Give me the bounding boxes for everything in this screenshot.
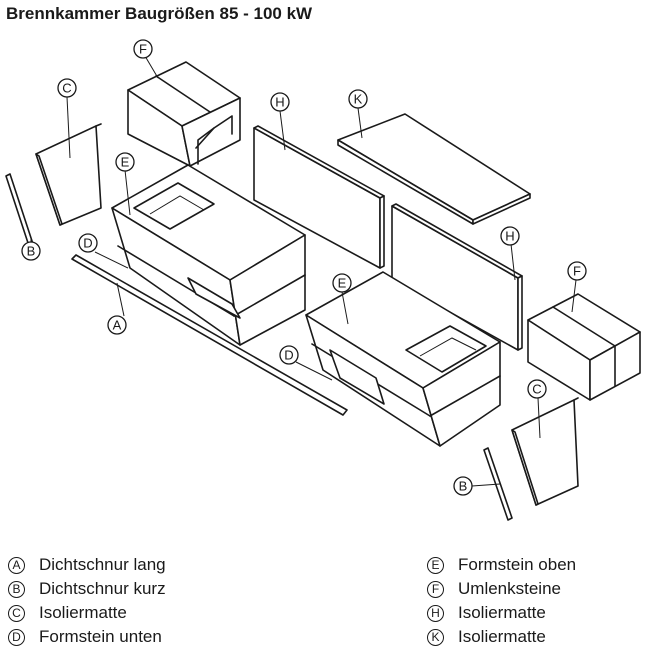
callout-a-label: A [113,318,122,333]
callout-h-right-label: H [505,229,514,244]
callout-c-bottom-label: C [532,382,541,397]
legend-item-f: F Umlenksteine [427,577,576,601]
callout-k: K [348,89,368,109]
callout-d-right-label: D [284,348,293,363]
part-f-right [527,293,641,401]
callout-a: A [107,315,127,335]
callout-d-right: D [279,345,299,365]
callout-b-left-label: B [27,244,36,259]
part-h-right [391,203,523,351]
legend-label-h: Isoliermatte [458,603,546,622]
callout-e-left: E [115,152,135,172]
callout-f-right: F [567,261,587,281]
legend-item-h: H Isoliermatte [427,601,576,625]
legend-key-f: F [427,580,444,598]
callout-b-bottom: B [453,476,473,496]
legend-label-f: Umlenksteine [458,579,561,598]
legend-key-h: H [427,604,444,622]
legend-item-d: D Formstein unten [8,625,166,649]
callout-e-left-label: E [121,155,130,170]
callout-c-top: C [57,78,77,98]
legend-label-b: Dichtschnur kurz [39,579,166,598]
callout-f-right-label: F [573,264,581,279]
callout-h-top-label: H [275,95,284,110]
part-c-top-left [35,123,102,226]
callout-c-bottom: C [527,379,547,399]
legend-label-a: Dichtschnur lang [39,555,166,574]
callout-d-left-label: D [83,236,92,251]
legend-key-c: C [8,604,25,622]
legend-key-d: D [8,628,25,646]
callout-e-right: E [332,273,352,293]
callout-k-label: K [354,92,363,107]
exploded-view-diagram: F C H K E D B A E D H F [5,39,641,521]
callout-h-right: H [500,226,520,246]
callout-b-bottom-label: B [459,479,468,494]
legend-item-a: A Dichtschnur lang [8,553,166,577]
part-f-top-left [127,61,241,167]
callout-h-top: H [270,92,290,112]
part-c-bottom-right [511,397,579,506]
part-a-long-gasket [71,254,348,416]
callout-c-top-label: C [62,81,71,96]
legend-item-e: E Formstein oben [427,553,576,577]
leader-lines [30,55,577,487]
legend-label-c: Isoliermatte [39,603,127,622]
callout-d-left: D [78,233,98,253]
legend-key-b: B [8,580,25,598]
part-h-rear [253,125,385,269]
legend-left: A Dichtschnur lang B Dichtschnur kurz C … [8,553,166,649]
part-e-d-right-block [305,271,501,447]
part-b-top-left [5,173,34,247]
part-e-d-left-block [111,164,306,346]
diagram-title: Brennkammer Baugrößen 85 - 100 kW [6,4,313,23]
legend-label-d: Formstein unten [39,627,162,646]
legend-item-b: B Dichtschnur kurz [8,577,166,601]
legend-item-c: C Isoliermatte [8,601,166,625]
legend-key-k: K [427,628,444,646]
callout-f-top-label: F [139,42,147,57]
callout-b-left: B [21,241,41,261]
legend-key-a: A [8,556,25,574]
callout-f-top: F [133,39,153,59]
legend-right: E Formstein oben F Umlenksteine H Isolie… [427,553,576,649]
part-k-top [337,113,531,225]
legend-key-e: E [427,556,444,574]
legend-label-e: Formstein oben [458,555,577,574]
callout-e-right-label: E [338,276,347,291]
legend-label-k: Isoliermatte [458,627,546,646]
legend-item-k: K Isoliermatte [427,625,576,649]
